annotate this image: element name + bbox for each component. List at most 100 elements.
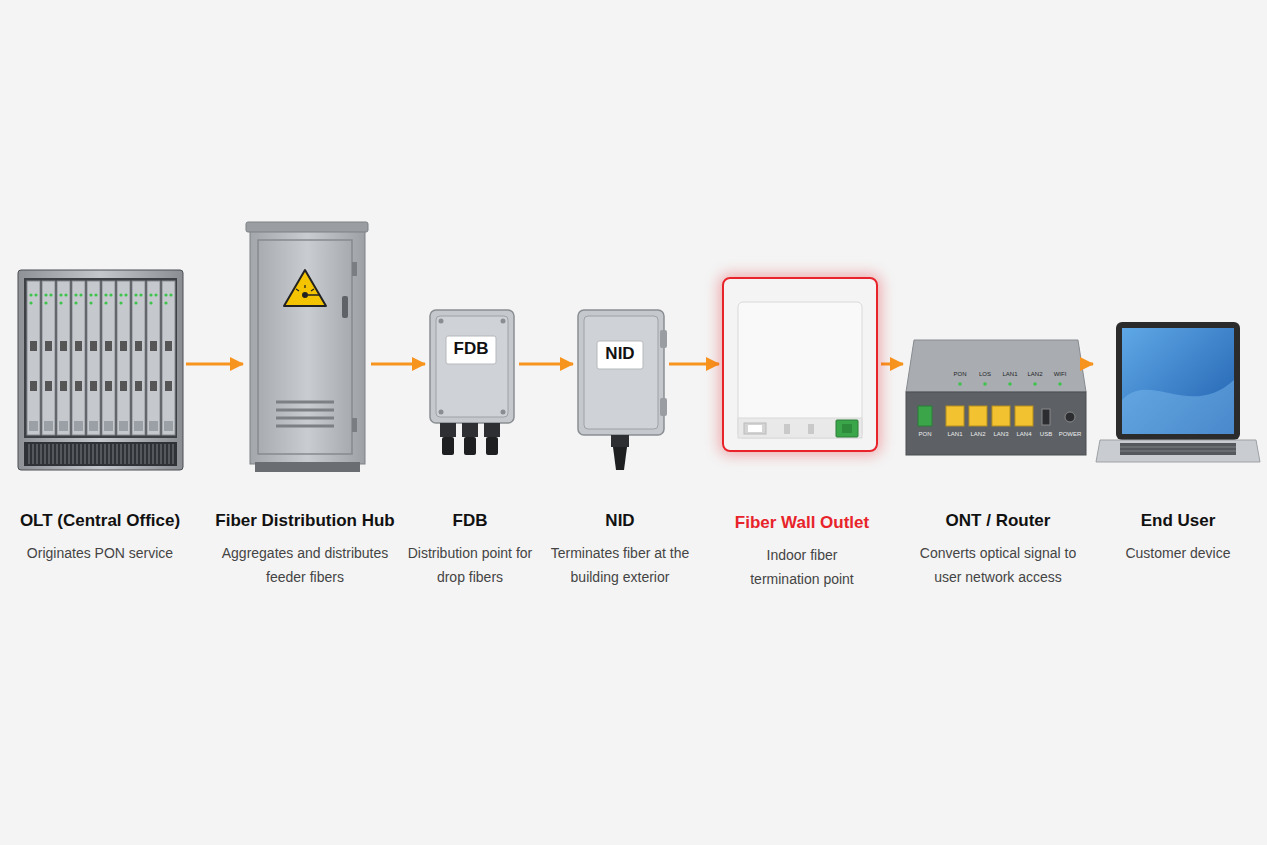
line-card (147, 281, 160, 435)
ont-router-part (1058, 382, 1062, 386)
node-description: Distribution point for drop fibers (404, 541, 536, 589)
ont-router-part (1065, 412, 1075, 422)
ont-router-part (983, 382, 987, 386)
laptop-part (1122, 328, 1234, 434)
flow-arrow (1089, 363, 1093, 366)
fdb-enclosure-part (439, 410, 444, 415)
wall-outlet-part (808, 424, 814, 434)
distribution-cabinet-part (255, 462, 360, 472)
port-label: LAN1 (947, 431, 962, 437)
port-label: PON (918, 431, 931, 437)
port-label: LAN4 (1016, 431, 1031, 437)
fdb-enclosure-part (442, 437, 454, 455)
fdb-enclosure-part (430, 310, 514, 423)
fdb-enclosure (430, 310, 514, 455)
led-label: LAN2 (1027, 371, 1042, 377)
nid-enclosure-part (584, 316, 658, 429)
ont-router-part (1042, 409, 1050, 425)
node-description: Terminates fiber at the building exterio… (535, 541, 705, 589)
node-title: End User (1141, 510, 1216, 532)
box-label: FDB (454, 340, 489, 357)
olt-chassis-part (18, 270, 183, 470)
laptop-part (1122, 380, 1234, 434)
wall-outlet-part (784, 424, 790, 434)
line-card (42, 281, 55, 435)
fdb-enclosure-part (439, 319, 444, 324)
laptop-part (1120, 447, 1236, 451)
node-title: Fiber Wall Outlet (735, 512, 869, 534)
fdb-enclosure-part (484, 423, 500, 437)
fdb-enclosure-part (486, 437, 498, 455)
ont-router-part (969, 406, 987, 426)
fdb-enclosure-part (436, 316, 508, 417)
ont-router-part (1008, 382, 1012, 386)
line-card (102, 281, 115, 435)
port-label: USB (1040, 431, 1052, 437)
box-label: NID (605, 345, 634, 362)
distribution-cabinet-part (284, 270, 326, 306)
olt-chassis (18, 270, 183, 470)
port-label: LAN3 (993, 431, 1008, 437)
port-label: POWER (1059, 431, 1082, 437)
line-card (72, 281, 85, 435)
line-card (132, 281, 145, 435)
node-description: Customer device (1098, 541, 1258, 565)
flow-arrow (519, 363, 573, 366)
distribution-cabinet (246, 222, 368, 472)
distribution-cabinet-part (302, 292, 308, 298)
ont-router-part (918, 406, 932, 426)
led-label: LOS (979, 371, 991, 377)
led-label: LAN1 (1002, 371, 1017, 377)
nid-enclosure-part (660, 398, 667, 416)
line-card (87, 281, 100, 435)
line-card (162, 281, 175, 435)
ont-router (906, 340, 1086, 455)
distribution-cabinet-part (250, 228, 365, 464)
node-description: Originates PON service (5, 541, 195, 565)
ont-router-part (906, 392, 1086, 455)
distribution-cabinet-part (296, 285, 320, 295)
nid-enclosure-part (578, 310, 664, 435)
laptop (1096, 322, 1260, 462)
nid-node: NIDTerminates fiber at the building exte… (576, 308, 666, 470)
led-label: WIFI (1054, 371, 1067, 377)
line-card (27, 281, 40, 435)
node-description: Aggregates and distributes feeder fibers (221, 541, 389, 589)
user-node: End UserCustomer device (1096, 320, 1260, 464)
flow-arrow (669, 363, 719, 366)
olt-node: OLT (Central Office)Originates PON servi… (18, 270, 183, 470)
flow-arrow (371, 363, 425, 366)
fdb-enclosure-part (501, 410, 506, 415)
wall-outlet (738, 302, 862, 438)
node-title: ONT / Router (946, 510, 1051, 532)
wall-outlet-part (738, 418, 862, 438)
fdb-enclosure-part (464, 437, 476, 455)
ont-router-part (906, 340, 1086, 392)
nid-enclosure-part (613, 447, 627, 470)
line-card (57, 281, 70, 435)
ont-router-part (958, 382, 962, 386)
outlet-node: Fiber Wall OutletIndoor fiber terminatio… (722, 277, 878, 452)
wall-outlet-part (738, 302, 862, 438)
laptop-part (1116, 322, 1240, 440)
node-title: FDB (453, 510, 488, 532)
olt-chassis-part (26, 444, 175, 464)
port-label: LAN2 (970, 431, 985, 437)
distribution-cabinet-part (352, 418, 357, 432)
olt-chassis-part (24, 278, 177, 438)
line-card (117, 281, 130, 435)
laptop-part (1120, 443, 1236, 455)
node-title: NID (605, 510, 634, 532)
distribution-cabinet-part (246, 222, 368, 232)
ont-router-part (992, 406, 1010, 426)
node-description: Indoor fiber termination point (740, 543, 864, 591)
distribution-cabinet-part (352, 262, 357, 276)
wall-outlet-part (842, 424, 852, 433)
fdb-enclosure-part (462, 423, 478, 437)
ont-router-part (1015, 406, 1033, 426)
led-label: PON (953, 371, 966, 377)
nid-enclosure-part (660, 330, 667, 348)
fdb-enclosure-part (501, 319, 506, 324)
nid-enclosure (578, 310, 667, 470)
fdb-node: FDBDistribution point for drop fibers (428, 307, 516, 457)
